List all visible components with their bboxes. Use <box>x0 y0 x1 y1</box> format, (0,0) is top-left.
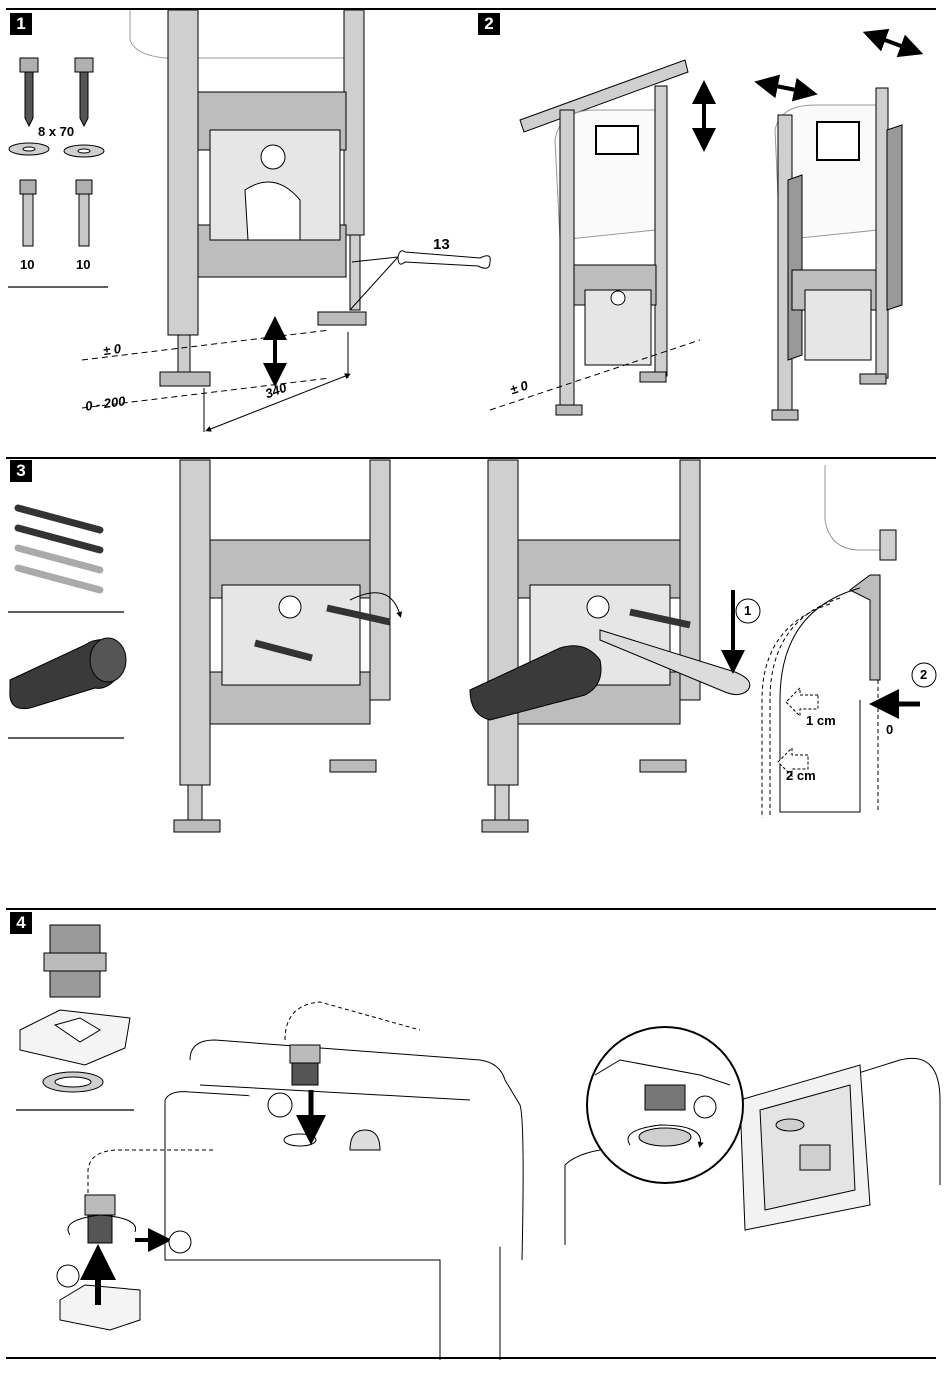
bracket-plate-icon <box>20 1010 130 1065</box>
offset-2cm-label: 2 cm <box>786 768 816 783</box>
frame-step2-right <box>772 88 902 420</box>
level-zero-label-step1: ± 0 <box>102 341 122 358</box>
screw-size-label: 8 x 70 <box>38 124 74 139</box>
wrench-size-label: 13 <box>433 236 450 253</box>
bolt-icon-right <box>76 180 92 246</box>
rod-icons <box>18 508 100 590</box>
frame-step1 <box>130 10 366 386</box>
offset-1cm-label: 1 cm <box>806 713 836 728</box>
cistern-left <box>165 1002 523 1360</box>
wrench-icon <box>350 251 490 310</box>
frame-step2-left <box>520 60 688 415</box>
bolt-size-left-label: 10 <box>20 257 34 272</box>
screw-icon-left <box>9 58 49 155</box>
callout-1-label: 1 <box>744 603 751 618</box>
magnifier-detail <box>587 1027 743 1183</box>
nipple-fitting-icon <box>44 925 106 997</box>
drain-bend-icon <box>10 638 126 709</box>
bolt-size-right-label: 10 <box>76 257 90 272</box>
detail-step3-section <box>762 465 920 818</box>
offset-0-label: 0 <box>886 722 893 737</box>
frame-step3-b <box>470 460 750 832</box>
screw-icon-right <box>64 58 104 157</box>
bolt-icon-left <box>20 180 36 246</box>
callout-2-label: 2 <box>920 667 927 682</box>
frame-step3-a <box>174 460 400 832</box>
fitting-detail-left <box>60 1150 215 1330</box>
